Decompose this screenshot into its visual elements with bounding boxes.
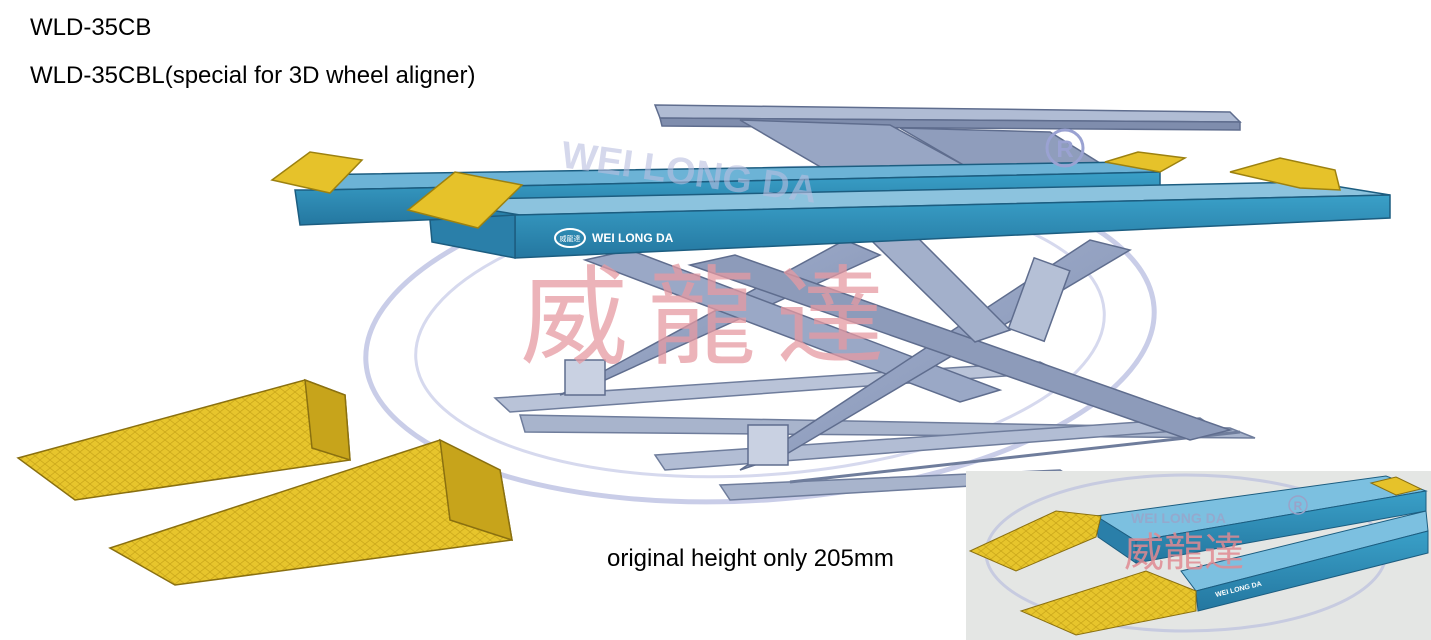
lowered-position-inset: WEI LONG DA WEI LONG DA R 威龍達 (966, 471, 1431, 640)
plate-logo-chars: 威龍達 (560, 234, 581, 243)
height-caption: original height only 205mm (607, 545, 894, 572)
runway-end-plates (270, 151, 1341, 229)
inset-watermark-chinese: 威龍達 (1124, 530, 1244, 576)
inset-watermark-brand: WEI LONG DA (1131, 510, 1226, 526)
runway-nameplate: 威龍達 WEI LONG DA (554, 228, 674, 248)
model-title-secondary: WLD-35CBL(special for 3D wheel aligner) (30, 62, 476, 89)
model-title-primary: WLD-35CB (30, 14, 152, 41)
watermark: WEI LONG DA R 威龍達 (520, 128, 1085, 381)
inset-registered-mark: R (1294, 499, 1303, 513)
watermark-chinese: 威龍達 (520, 256, 904, 381)
front-runway (429, 181, 1391, 259)
loading-ramps (16, 378, 513, 586)
inset-lift-illustration: WEI LONG DA WEI LONG DA R 威龍達 (968, 473, 1429, 636)
plate-label: WEI LONG DA (592, 231, 674, 245)
watermark-registered-mark: R (1056, 136, 1073, 163)
